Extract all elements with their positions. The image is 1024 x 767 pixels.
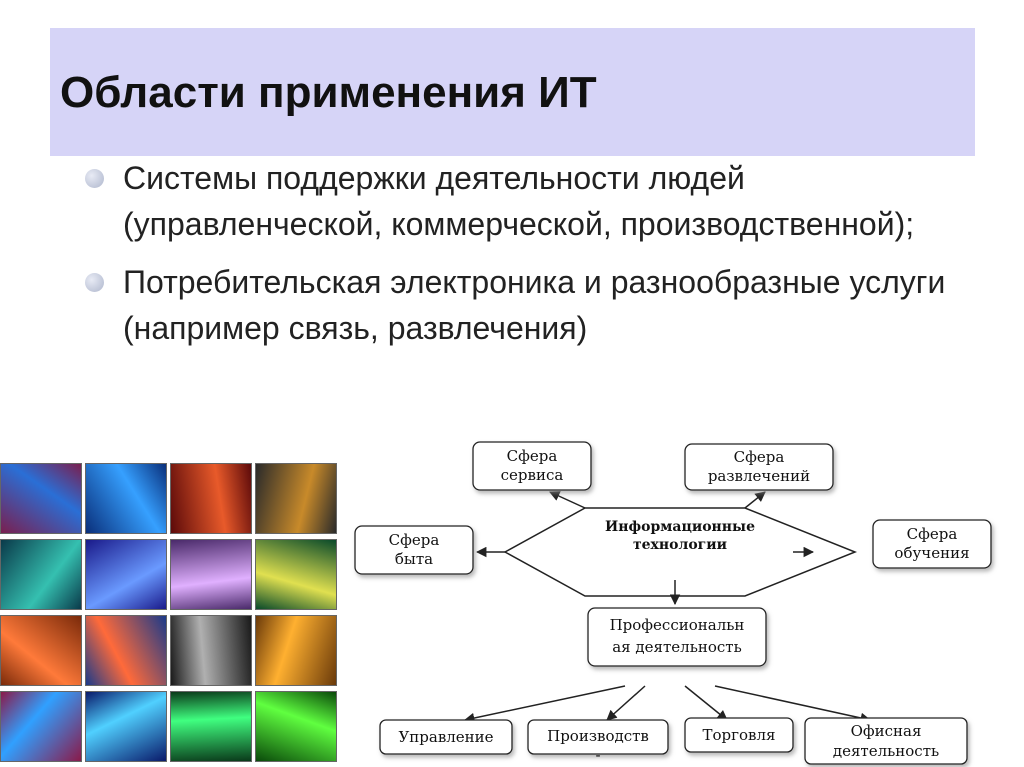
node-household-label-line2: быта [395,550,433,568]
node-trade-label: Торговля [703,726,776,744]
bullet-list: Системы поддержки деятельности людей (уп… [83,155,963,363]
node-professional [587,607,767,667]
bullet-icon [85,273,104,292]
bullet-item: Потребительская электроника и разнообраз… [83,259,963,351]
arrow-to-management [463,685,626,724]
node-trade [684,717,794,753]
node-entertainment-label-line1: Сфера [734,448,785,466]
tile-film-reel [170,615,252,686]
tile-color-burst [0,691,82,762]
node-production-label-line1: Производств [547,727,649,745]
bullet-item: Системы поддержки деятельности людей (уп… [83,155,963,247]
node-entertainment-label-line2: развлечений [708,467,810,485]
tile-blue-fiber [85,463,167,534]
arrow-to-production [606,685,646,721]
technology-photo-mosaic [0,463,340,767]
tile-red-device [170,463,252,534]
node-production-label-line2: - [595,746,600,764]
node-production [527,719,669,755]
node-household [354,525,474,575]
node-education-label-line1: Сфера [907,525,958,543]
arrow-to-office [714,685,872,724]
tile-disk-drive [0,539,82,610]
node-service-label-line2: сервиса [501,466,564,484]
bullet-text: Потребительская электроника и разнообраз… [123,264,946,346]
node-service [472,441,592,491]
node-service-label-line1: Сфера [507,447,558,465]
node-management-label: Управление [398,728,493,746]
hub-label-line1: Информационные [605,519,755,535]
tile-internet [255,539,337,610]
node-professional-label-line2: ая деятельность [612,638,742,656]
node-office-label-line1: Офисная [851,722,922,740]
slide-title: Области применения ИТ [60,68,597,117]
tile-circuit-text [255,463,337,534]
title-background [50,28,975,156]
node-entertainment [684,443,834,491]
diagram-arrows [463,491,872,724]
tile-world-map [85,615,167,686]
node-management [379,719,513,755]
tile-html [85,691,167,762]
node-professional-label-line1: Профессиональн [610,616,745,634]
arrow-to-entertainment [744,491,766,509]
node-education [872,519,992,569]
arrow-to-service [549,491,586,509]
arrow-to-trade [684,685,728,721]
node-household-label-line1: Сфера [389,531,440,549]
hub-label-line2: технологии [633,537,727,553]
tile-keyboard-blue [85,539,167,610]
bullet-text: Системы поддержки деятельности людей (уп… [123,160,915,242]
tile-colorful-abstract [0,463,82,534]
node-office [804,717,968,765]
tile-green-glow [255,691,337,762]
node-education-label-line2: обучения [894,544,969,562]
tile-keyboard-green [170,691,252,762]
tile-network [0,615,82,686]
node-office-label-line2: деятельность [833,742,939,760]
tile-orange-lines [255,615,337,686]
tile-cd-disc [170,539,252,610]
bullet-icon [85,169,104,188]
it-diagram: Информационные технологии Сфера сервиса … [354,441,992,765]
